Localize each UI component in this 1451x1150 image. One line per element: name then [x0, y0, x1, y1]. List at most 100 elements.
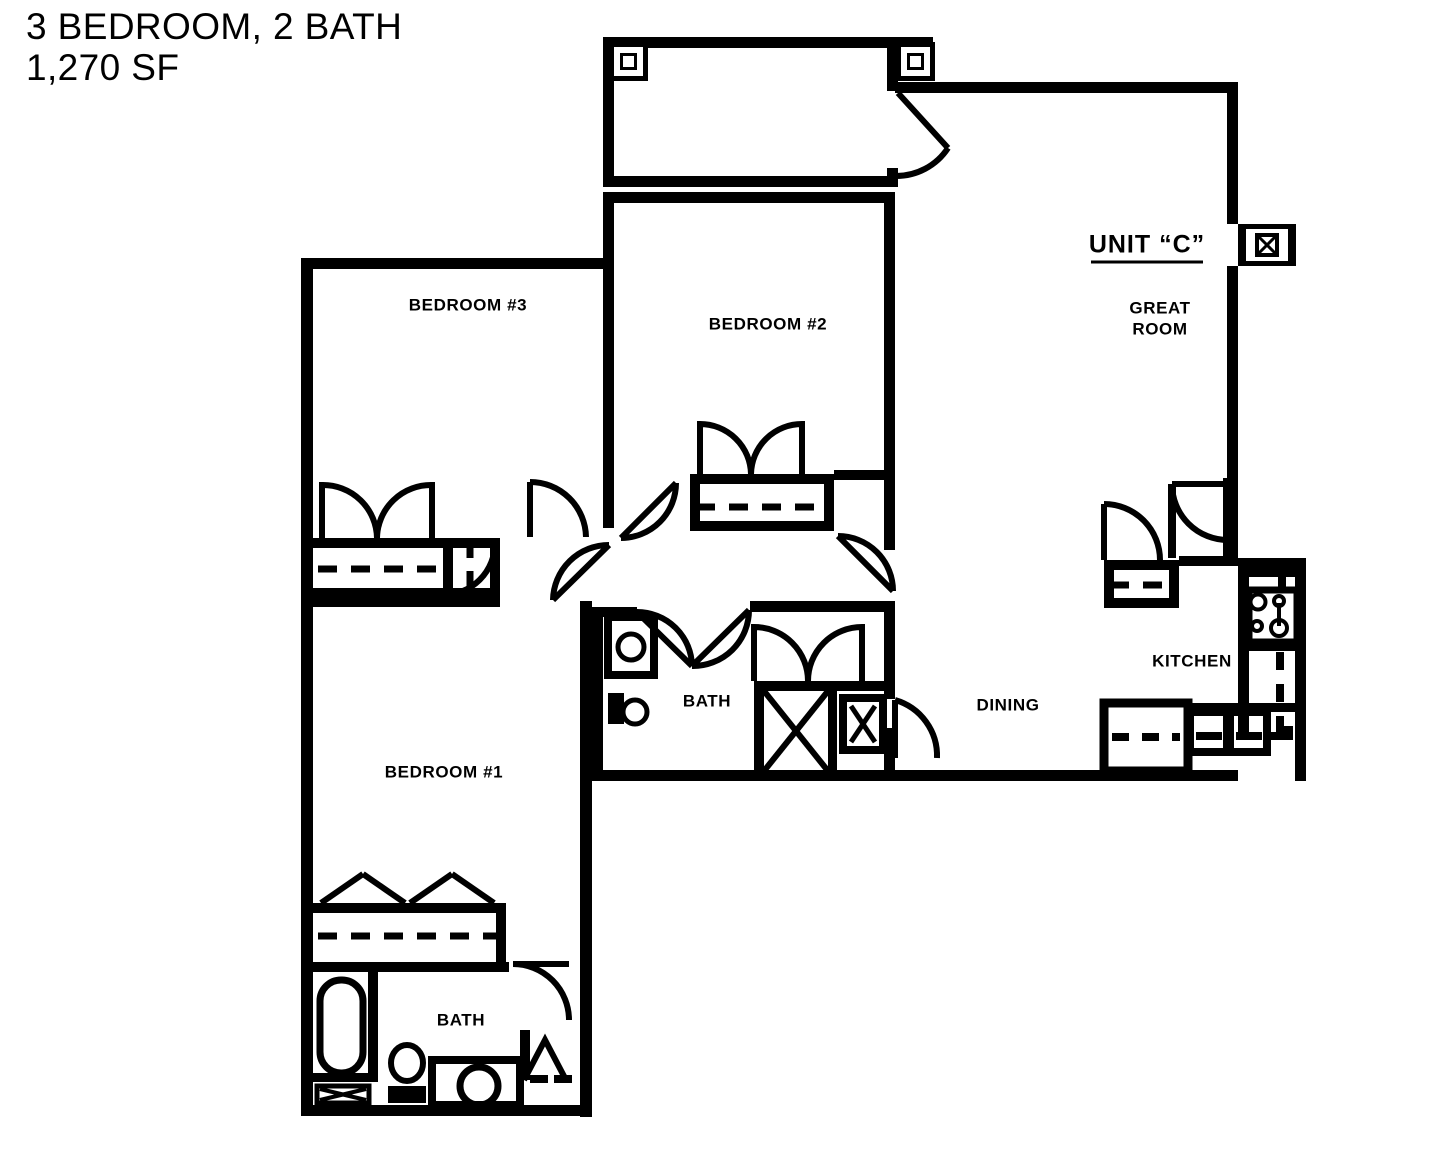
- kitchen-counter-top-run: [1188, 703, 1298, 712]
- wall-bedroom2-right-lower: [884, 470, 895, 550]
- wall-bath1-tub-div: [368, 972, 378, 1080]
- label-dining: DINING: [976, 695, 1039, 714]
- door-swings: [319, 90, 1229, 1082]
- wall-greatroom-right-lower: [1227, 266, 1238, 558]
- wall-bath1-tub-bottom: [313, 1073, 378, 1082]
- door-bed2-room-leaf: [835, 533, 896, 594]
- hvac-x2: [848, 704, 878, 744]
- wall-bath2-top-right: [750, 601, 895, 612]
- door-hall-arc: [691, 609, 752, 670]
- wall-bedroom3-top: [301, 258, 613, 269]
- bath2-vanity: [604, 613, 658, 679]
- wall-bedroom2-left: [603, 258, 614, 528]
- bath1-sink: [456, 1063, 502, 1109]
- door-dining-arc: [894, 697, 941, 759]
- door-bed3-leaf: [550, 542, 612, 603]
- bath1-toilet-tank: [388, 1086, 426, 1103]
- tub-access-panel: [314, 1083, 372, 1106]
- wall-greatroom-top: [895, 82, 1238, 93]
- structural-column-left-core: [623, 56, 634, 67]
- plan-title-sqft: 1,270 SF: [26, 47, 180, 89]
- bath1-toilet-bowl: [388, 1042, 426, 1084]
- wall-bath2-right: [884, 601, 895, 699]
- wall-bed2-closet-top: [690, 474, 834, 484]
- wall-entrycloset-top: [1104, 560, 1179, 570]
- wall-bedroom2-right: [884, 192, 895, 482]
- door-bed3-closet-b: [374, 481, 435, 539]
- bath1-fixtures: [314, 976, 572, 1109]
- kitchen-base-cab-corner: [1283, 726, 1293, 740]
- wall-utility-div: [828, 681, 837, 772]
- label-kitchen: KITCHEN: [1152, 651, 1232, 670]
- closet-rods: [318, 503, 1173, 940]
- wall-bed2-closet-right: [824, 474, 834, 531]
- kitchen-upper-cab-divider: [1278, 569, 1286, 591]
- bath1-linen-rod2: [554, 1075, 572, 1083]
- range-box: [1245, 586, 1301, 646]
- door-entry-leaf: [895, 90, 951, 151]
- kitchen-counter-edge: [1249, 643, 1297, 651]
- water-heater-x2: [761, 689, 831, 773]
- wall-dining-bottom: [586, 770, 1238, 781]
- door-bed2-closet-b: [748, 420, 805, 475]
- structural-column-right-core: [910, 56, 921, 67]
- door-bed2-closet-a: [697, 420, 754, 475]
- wall-patio-right-upper: [887, 48, 898, 91]
- label-bedroom-2: BEDROOM #2: [709, 314, 827, 333]
- bath2-toilet-bowl: [620, 697, 650, 727]
- plan-title-block: 3 BEDROOM, 2 BATH 1,270 SF: [26, 6, 402, 89]
- label-unit-c: UNIT “C”: [1089, 231, 1205, 259]
- wall-bath1-top: [313, 962, 509, 972]
- bath1-linen-jamb: [520, 1030, 530, 1080]
- wall-entrycloset-right: [1169, 560, 1179, 608]
- wall-bath2-top-left: [592, 607, 637, 617]
- label-great-room-line1: GREAT: [1129, 298, 1190, 317]
- wall-bed2-closet-header: [834, 470, 884, 480]
- wall-entrycloset-header: [1179, 556, 1238, 566]
- label-bedroom-3: BEDROOM #3: [409, 295, 527, 314]
- plan-title-bedbath: 3 BEDROOM, 2 BATH: [26, 6, 403, 47]
- wall-entrycloset-bottom: [1104, 598, 1179, 608]
- wall-kitchen-right: [1295, 558, 1306, 781]
- tub-access-x2: [319, 1087, 367, 1102]
- bathtub: [316, 976, 367, 1077]
- door-bed2-room-arc: [837, 533, 896, 592]
- door-entry-arc: [894, 146, 951, 180]
- wall-linen-bottom: [453, 588, 500, 598]
- door-entrycloset-arc: [1103, 501, 1163, 561]
- door-bed1-arc: [512, 961, 572, 1021]
- wall-utility-left: [754, 681, 764, 772]
- wall-kitchen-left: [1238, 558, 1249, 678]
- door-bed3-arc2: [529, 479, 589, 538]
- wall-bedroom2-top: [603, 192, 895, 203]
- bath2-sink: [615, 631, 647, 663]
- door-bed3-closet-a: [319, 481, 380, 539]
- door-linen-arc: [442, 542, 498, 598]
- wall-kitchen-top: [1238, 558, 1306, 569]
- door-bed1-closet-a: [319, 871, 365, 906]
- door-bed3-arc: [550, 542, 610, 601]
- wall-linen-top: [453, 538, 500, 548]
- burner-small-left: [1250, 619, 1264, 633]
- wall-patio-top: [603, 37, 933, 48]
- door-bath1-closet-a: [521, 1033, 569, 1082]
- door-utility-b: [805, 623, 865, 682]
- wall-vent-x2: [1257, 235, 1277, 255]
- wall-bedroom1-right: [580, 601, 592, 1117]
- door-bed1-closet-d: [408, 871, 454, 906]
- room-labels: BEDROOM #3 BEDROOM #2 GREAT ROOM KITCHEN…: [385, 231, 1232, 1030]
- wall-patio-bottom: [603, 176, 895, 187]
- wall-entrycloset-left: [1104, 560, 1114, 608]
- door-hall-leaf: [689, 607, 752, 669]
- door-bed2-leaf: [618, 480, 679, 541]
- door-bed1-closet-e: [450, 871, 496, 906]
- label-great-room-line2: ROOM: [1132, 319, 1187, 338]
- kitchen-upper-cab-top: [1249, 569, 1295, 577]
- wall-outer-left: [301, 258, 313, 1116]
- bath1-linen-rod: [530, 1075, 548, 1083]
- bath2-toilet-tank: [608, 693, 624, 724]
- burner-large-left: [1248, 592, 1268, 612]
- wall-patio-right-lower: [887, 168, 898, 187]
- door-greatroom-arc: [1169, 483, 1229, 543]
